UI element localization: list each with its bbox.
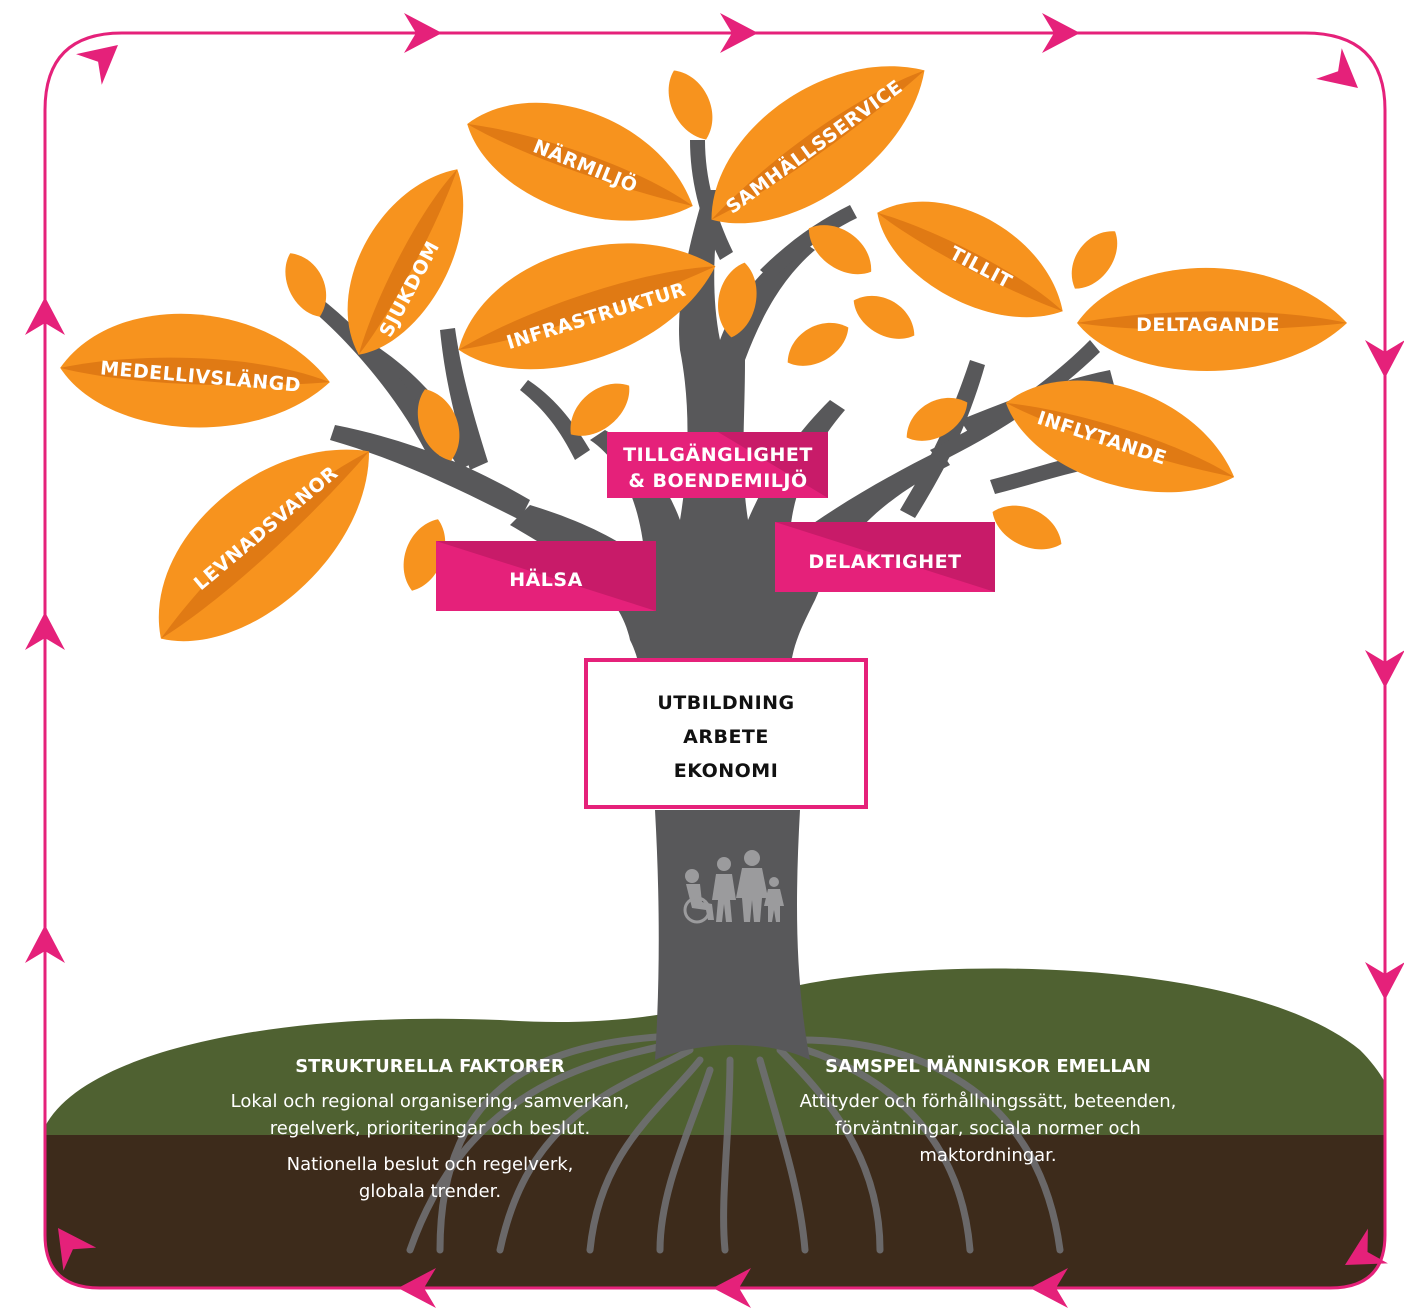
arrowhead-icon [720,13,758,53]
arrowhead-icon [25,612,65,650]
ground [45,968,1385,1288]
box-tillganglighet-line2: & BOENDEMILJÖ [628,468,807,492]
arrowhead-icon [25,297,65,335]
leaf-deltagande [1077,267,1347,372]
arrowhead-icon [1345,1228,1388,1265]
leaf-samhallsservice [711,66,925,224]
leaf-inflytande [1005,380,1235,493]
leaf-narmiljo [467,102,693,221]
leaf-medellivslangd [60,313,330,428]
box-delaktighet: DELAKTIGHET [775,522,995,592]
arrowhead-icon [58,1228,97,1271]
center-line2: ARBETE [683,726,769,748]
arrowheads [25,13,1404,1308]
cycle-frame [43,31,1387,1290]
arrowhead-icon [1042,13,1080,53]
arrowhead-icon [1316,48,1358,88]
right-line3: maktordningar. [919,1145,1056,1166]
ground-text-right: SAMSPEL MÄNNISKOR EMELLAN Attityder och … [800,1055,1177,1166]
leaves [60,66,1347,642]
left-line2: regelverk, prioriteringar och beslut. [270,1118,590,1139]
right-line1: Attityder och förhållningssätt, beteende… [800,1091,1177,1112]
center-line3: EKONOMI [674,760,779,782]
arrowhead-icon [398,1268,436,1308]
center-line1: UTBILDNING [657,692,794,714]
box-tillganglighet: TILLGÄNGLIGHET & BOENDEMILJÖ [607,432,828,498]
soil [45,1135,1385,1288]
grass [45,968,1385,1140]
leaf-sjukdom [347,169,464,355]
leaf-tillit [877,201,1063,318]
right-title: SAMSPEL MÄNNISKOR EMELLAN [825,1055,1151,1077]
arrowhead-icon [1030,1268,1068,1308]
ground-text-left: STRUKTURELLA FAKTORER Lokal och regional… [231,1056,630,1202]
left-line1: Lokal och regional organisering, samverk… [231,1091,630,1112]
label-deltagande: DELTAGANDE [1136,314,1280,336]
people-silhouette-icon [683,850,784,924]
pink-boxes: TILLGÄNGLIGHET & BOENDEMILJÖ HÄLSA DELAK… [436,432,995,611]
arrowhead-icon [1365,962,1404,1000]
leaf-levnadsvanor [159,449,370,642]
arrowhead-icon [1365,650,1404,688]
box-halsa-label: HÄLSA [509,567,583,591]
left-line3: Nationella beslut och regelverk, [287,1154,574,1175]
roots [406,1031,1064,1254]
right-line2: förväntningar, sociala normer och [835,1118,1141,1139]
arrowhead-icon [1365,340,1404,378]
box-delaktighet-label: DELAKTIGHET [808,551,961,573]
left-title: STRUKTURELLA FAKTORER [295,1056,565,1077]
arrowhead-icon [76,45,118,85]
leaf-infrastruktur [458,243,716,370]
center-box: UTBILDNING ARBETE EKONOMI [584,658,868,809]
box-tillganglighet-line1: TILLGÄNGLIGHET [623,442,813,466]
left-line4: globala trender. [359,1181,501,1202]
arrowhead-icon [404,13,442,53]
arrowhead-icon [713,1268,751,1308]
arrowhead-icon [25,925,65,963]
box-halsa: HÄLSA [436,541,656,611]
